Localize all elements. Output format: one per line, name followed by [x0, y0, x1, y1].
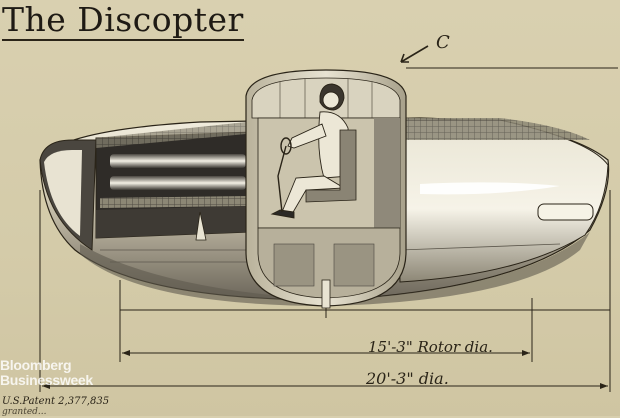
- patent-note: U.S.Patent 2,377,835 granted...: [2, 396, 109, 418]
- diagram-title: The Discopter: [2, 0, 244, 41]
- overall-dimension-label: 20'-3" dia.: [365, 369, 449, 388]
- dimension-arrows: [42, 350, 608, 389]
- rotor-dimension-label: 15'-3" Rotor dia.: [368, 338, 493, 356]
- callout-letter-c: C: [436, 32, 450, 53]
- dimension-lines: [39, 67, 618, 392]
- watermark-line-1: Bloomberg: [0, 357, 72, 373]
- patent-line-2: granted...: [2, 407, 47, 417]
- cabin-dome: [245, 69, 407, 309]
- bloomberg-businessweek-watermark: Bloomberg Businessweek: [0, 358, 93, 388]
- watermark-line-2: Businessweek: [0, 372, 93, 388]
- callout-arrow: [400, 45, 429, 63]
- patent-line-1: U.S.Patent 2,377,835: [2, 396, 110, 407]
